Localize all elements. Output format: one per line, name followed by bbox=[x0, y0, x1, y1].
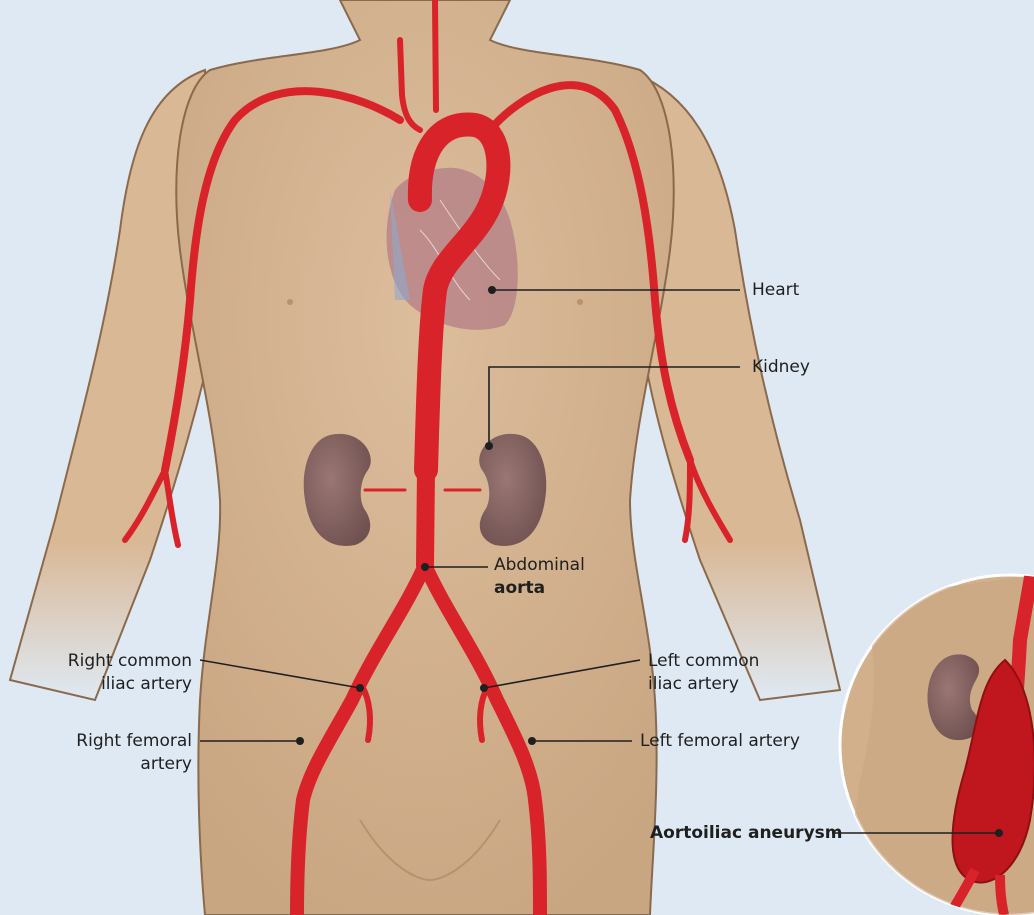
label-kidney: Kidney bbox=[752, 356, 810, 379]
label-right-common-iliac: Right common iliac artery bbox=[40, 650, 192, 696]
label-abdominal-aorta-line2: aorta bbox=[494, 577, 585, 600]
label-left-common-iliac-line1: Left common bbox=[648, 650, 759, 673]
label-abdominal-aorta-line1: Abdominal bbox=[494, 554, 585, 577]
label-left-femoral: Left femoral artery bbox=[640, 730, 800, 753]
label-right-femoral: Right femoral artery bbox=[40, 730, 192, 776]
label-right-femoral-line2: artery bbox=[40, 753, 192, 776]
label-heart: Heart bbox=[752, 279, 799, 302]
label-right-femoral-line1: Right femoral bbox=[40, 730, 192, 753]
label-left-common-iliac-line2: iliac artery bbox=[648, 673, 759, 696]
label-aortoiliac-aneurysm: Aortoiliac aneurysm bbox=[650, 822, 828, 845]
label-left-common-iliac: Left common iliac artery bbox=[648, 650, 759, 696]
label-right-common-iliac-line2: iliac artery bbox=[40, 673, 192, 696]
label-abdominal-aorta: Abdominal aorta bbox=[494, 554, 585, 600]
label-right-common-iliac-line1: Right common bbox=[40, 650, 192, 673]
aneurysm-inset bbox=[840, 560, 1034, 915]
